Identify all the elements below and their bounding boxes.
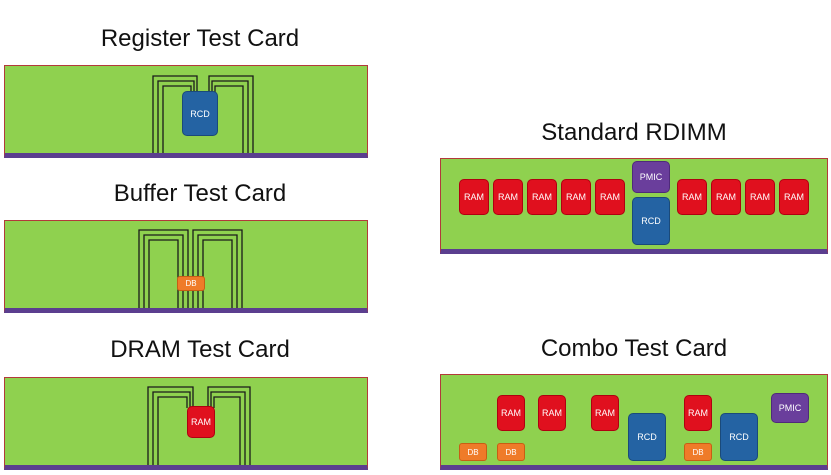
register-card-title: Register Test Card xyxy=(100,25,300,52)
rdimm-ram-chip: RAM xyxy=(711,179,741,215)
combo-ram-chip: RAM xyxy=(684,395,712,431)
rdimm-title: Standard RDIMM xyxy=(541,119,727,146)
combo-test-card: RAM RAM RAM RAM DB DB DB RCD RCD PMIC xyxy=(440,374,828,470)
combo-db-chip: DB xyxy=(497,443,525,461)
rdimm-ram-chip: RAM xyxy=(677,179,707,215)
combo-ram-chip: RAM xyxy=(538,395,566,431)
rdimm-ram-chip: RAM xyxy=(493,179,523,215)
rdimm-rcd-chip: RCD xyxy=(632,197,670,245)
combo-card-title: Combo Test Card xyxy=(540,335,728,362)
rdimm-ram-chip: RAM xyxy=(561,179,591,215)
combo-ram-chip: RAM xyxy=(591,395,619,431)
buffer-db-chip: DB xyxy=(177,276,205,291)
buffer-test-card: DB xyxy=(4,220,368,313)
rdimm-pmic-chip: PMIC xyxy=(632,161,670,193)
dram-ram-chip: RAM xyxy=(187,406,215,438)
buffer-traces xyxy=(138,229,243,308)
dram-card-title: DRAM Test Card xyxy=(110,336,290,363)
combo-rcd-chip: RCD xyxy=(720,413,758,461)
dram-traces xyxy=(147,386,251,465)
rdimm-ram-chip: RAM xyxy=(595,179,625,215)
register-rcd-chip: RCD xyxy=(182,91,218,136)
combo-db-chip: DB xyxy=(684,443,712,461)
dram-test-card: RAM xyxy=(4,377,368,470)
combo-rcd-chip: RCD xyxy=(628,413,666,461)
register-traces xyxy=(152,75,254,153)
combo-db-chip: DB xyxy=(459,443,487,461)
rdimm-ram-chip: RAM xyxy=(779,179,809,215)
standard-rdimm-card: RAM RAM RAM RAM RAM PMIC RCD RAM RAM RAM… xyxy=(440,158,828,254)
combo-pmic-chip: PMIC xyxy=(771,393,809,423)
register-test-card: RCD xyxy=(4,65,368,158)
combo-ram-chip: RAM xyxy=(497,395,525,431)
rdimm-ram-chip: RAM xyxy=(527,179,557,215)
rdimm-ram-chip: RAM xyxy=(459,179,489,215)
rdimm-ram-chip: RAM xyxy=(745,179,775,215)
buffer-card-title: Buffer Test Card xyxy=(113,180,287,207)
